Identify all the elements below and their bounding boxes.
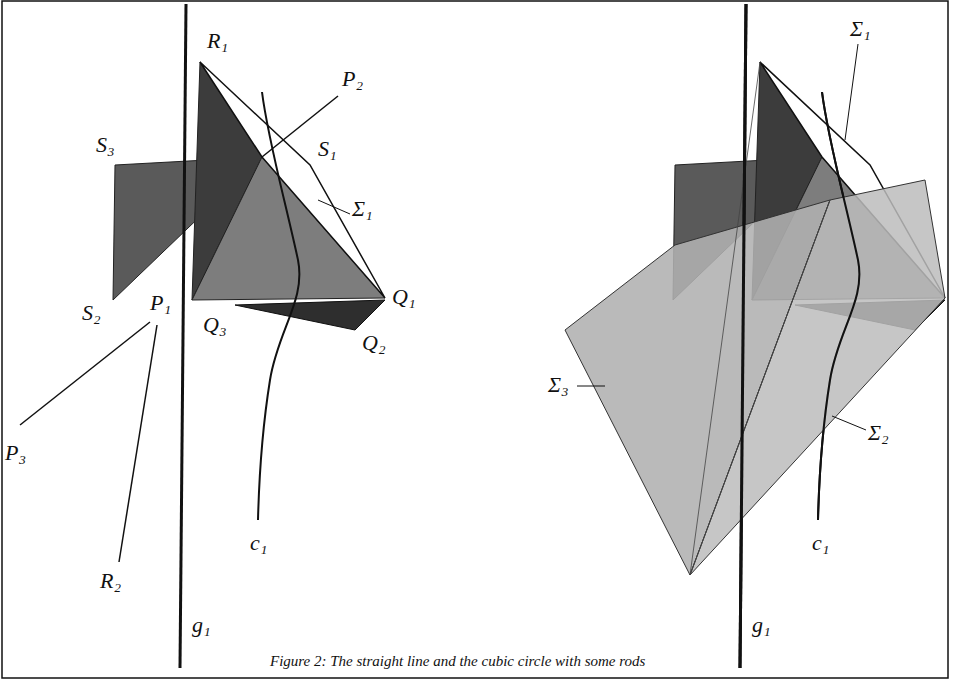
point-label: g₁ bbox=[752, 612, 771, 638]
point-label: g₁ bbox=[192, 612, 211, 638]
point-label: Σ₂ bbox=[868, 420, 889, 446]
point-label: S₃ bbox=[96, 132, 115, 158]
point-label: P₁ bbox=[150, 290, 171, 316]
point-label: P₃ bbox=[5, 440, 26, 466]
point-label: Σ₁ bbox=[352, 196, 373, 222]
point-label: Σ₃ bbox=[548, 372, 569, 398]
right-figure bbox=[565, 4, 945, 668]
point-label: Q₂ bbox=[362, 330, 386, 356]
left-figure bbox=[20, 4, 385, 668]
figure-caption: Figure 2: The straight line and the cubi… bbox=[270, 652, 645, 670]
point-label: Q₃ bbox=[203, 312, 227, 338]
point-label: c₁ bbox=[250, 530, 267, 556]
point-label: R₂ bbox=[100, 568, 121, 594]
point-label: Q₁ bbox=[392, 284, 416, 310]
point-label: Σ₁ bbox=[850, 16, 871, 42]
point-label: P₂ bbox=[342, 66, 363, 92]
point-label: S₂ bbox=[82, 300, 101, 326]
point-label: R₁ bbox=[207, 28, 228, 54]
point-label: S₁ bbox=[318, 136, 337, 162]
point-label: c₁ bbox=[812, 530, 829, 556]
